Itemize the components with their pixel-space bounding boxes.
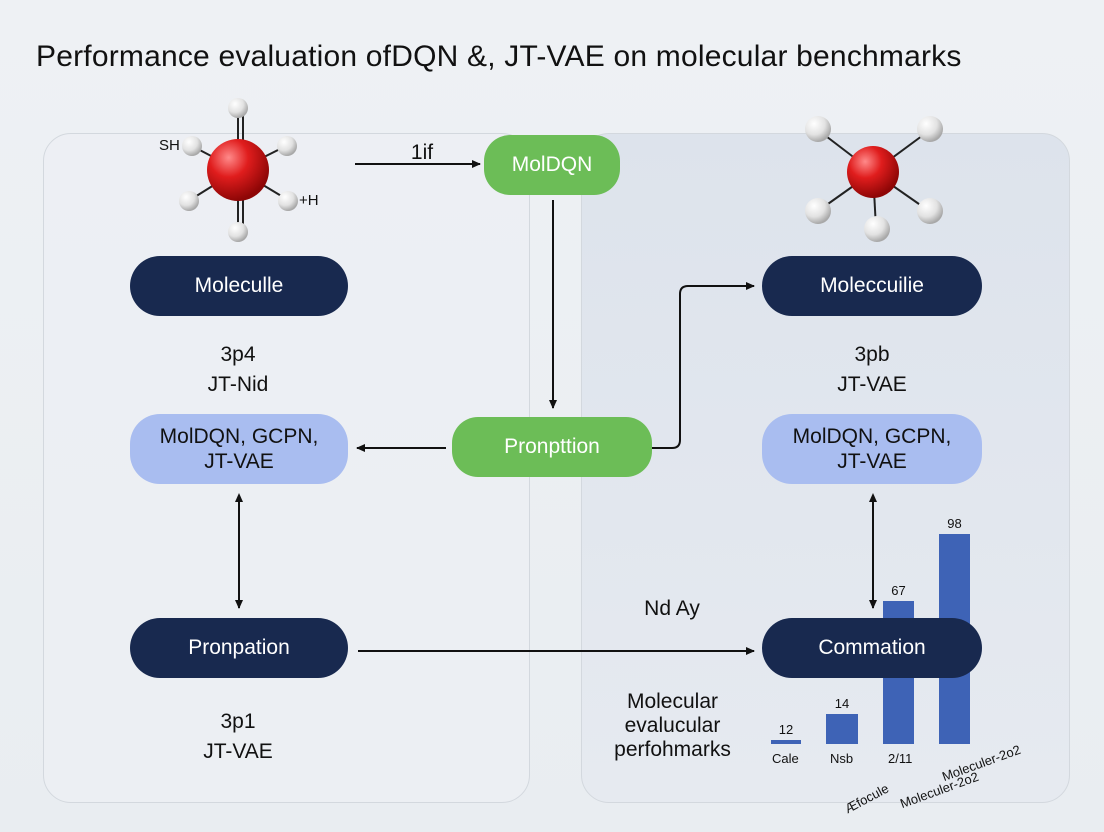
- combination-box[interactable]: Commation: [762, 618, 982, 678]
- methods-left-line2: JT-VAE: [204, 450, 274, 473]
- methods-box-right[interactable]: MolDQN, GCPN, JT-VAE: [762, 414, 982, 484]
- bar-1: [826, 714, 858, 744]
- benchmarks-label-line1: Molecular: [626, 690, 719, 713]
- left-top-label: 3p4 JT-Nid: [178, 340, 298, 401]
- category-label-0: Cale: [772, 751, 799, 766]
- methods-left-line1: MolDQN, GCPN,: [159, 424, 319, 448]
- category-label-1: Nsb: [830, 751, 854, 766]
- right-top-label-line2: JT-VAE: [837, 373, 907, 397]
- right-top-label-line1: 3pb: [854, 343, 890, 366]
- methods-right-line2: JT-VAE: [837, 450, 907, 473]
- methods-right-line1: MolDQN, GCPN,: [792, 424, 952, 448]
- center-bottom-label: Nd Ay: [644, 597, 700, 620]
- arrow-label: 1if: [410, 141, 434, 164]
- methods-box-left[interactable]: MolDQN, GCPN, JT-VAE: [130, 414, 348, 484]
- bar-value-label-0: 12: [778, 722, 794, 737]
- arrow-propagation-to-molecule: [652, 282, 755, 449]
- left-top-label-line2: JT-Nid: [207, 373, 269, 397]
- atom-label-sh: SH: [159, 137, 180, 154]
- propagation-node-center[interactable]: Pronpttion: [452, 417, 652, 477]
- bar-value-label-3: 98: [947, 516, 962, 532]
- benchmarks-label: Molecular evalucular perfohmarks: [600, 690, 745, 762]
- benchmarks-label-line3: perfohmarks: [614, 738, 731, 762]
- page-title: Performance evaluation ofDQN &, JT-VAE o…: [36, 40, 962, 73]
- benchmarks-label-line2: evalucular: [624, 714, 721, 738]
- category-label-2: 2/11: [888, 751, 913, 766]
- right-top-label: 3pb JT-VAE: [812, 340, 932, 401]
- bar-value-label-1: 14: [834, 696, 850, 712]
- molecule-right-icon: [805, 116, 943, 242]
- bar-0: [771, 740, 801, 744]
- left-top-label-line1: 3p4: [220, 343, 256, 366]
- molecule-box-left[interactable]: Moleculle: [130, 256, 348, 316]
- atom-label-h: +H: [299, 192, 319, 209]
- molecule-left-icon: [179, 98, 298, 242]
- molecule-box-right[interactable]: Moleccuilie: [762, 256, 982, 316]
- left-bottom-label: 3p1 JT-VAE: [178, 707, 298, 768]
- left-bottom-label-line2: JT-VAE: [203, 740, 273, 764]
- moldqn-node[interactable]: MolDQN: [484, 135, 620, 195]
- left-bottom-label-line1: 3p1: [220, 710, 256, 733]
- propagation-box-left[interactable]: Pronpation: [130, 618, 348, 678]
- bar-value-label-2: 67: [891, 582, 906, 598]
